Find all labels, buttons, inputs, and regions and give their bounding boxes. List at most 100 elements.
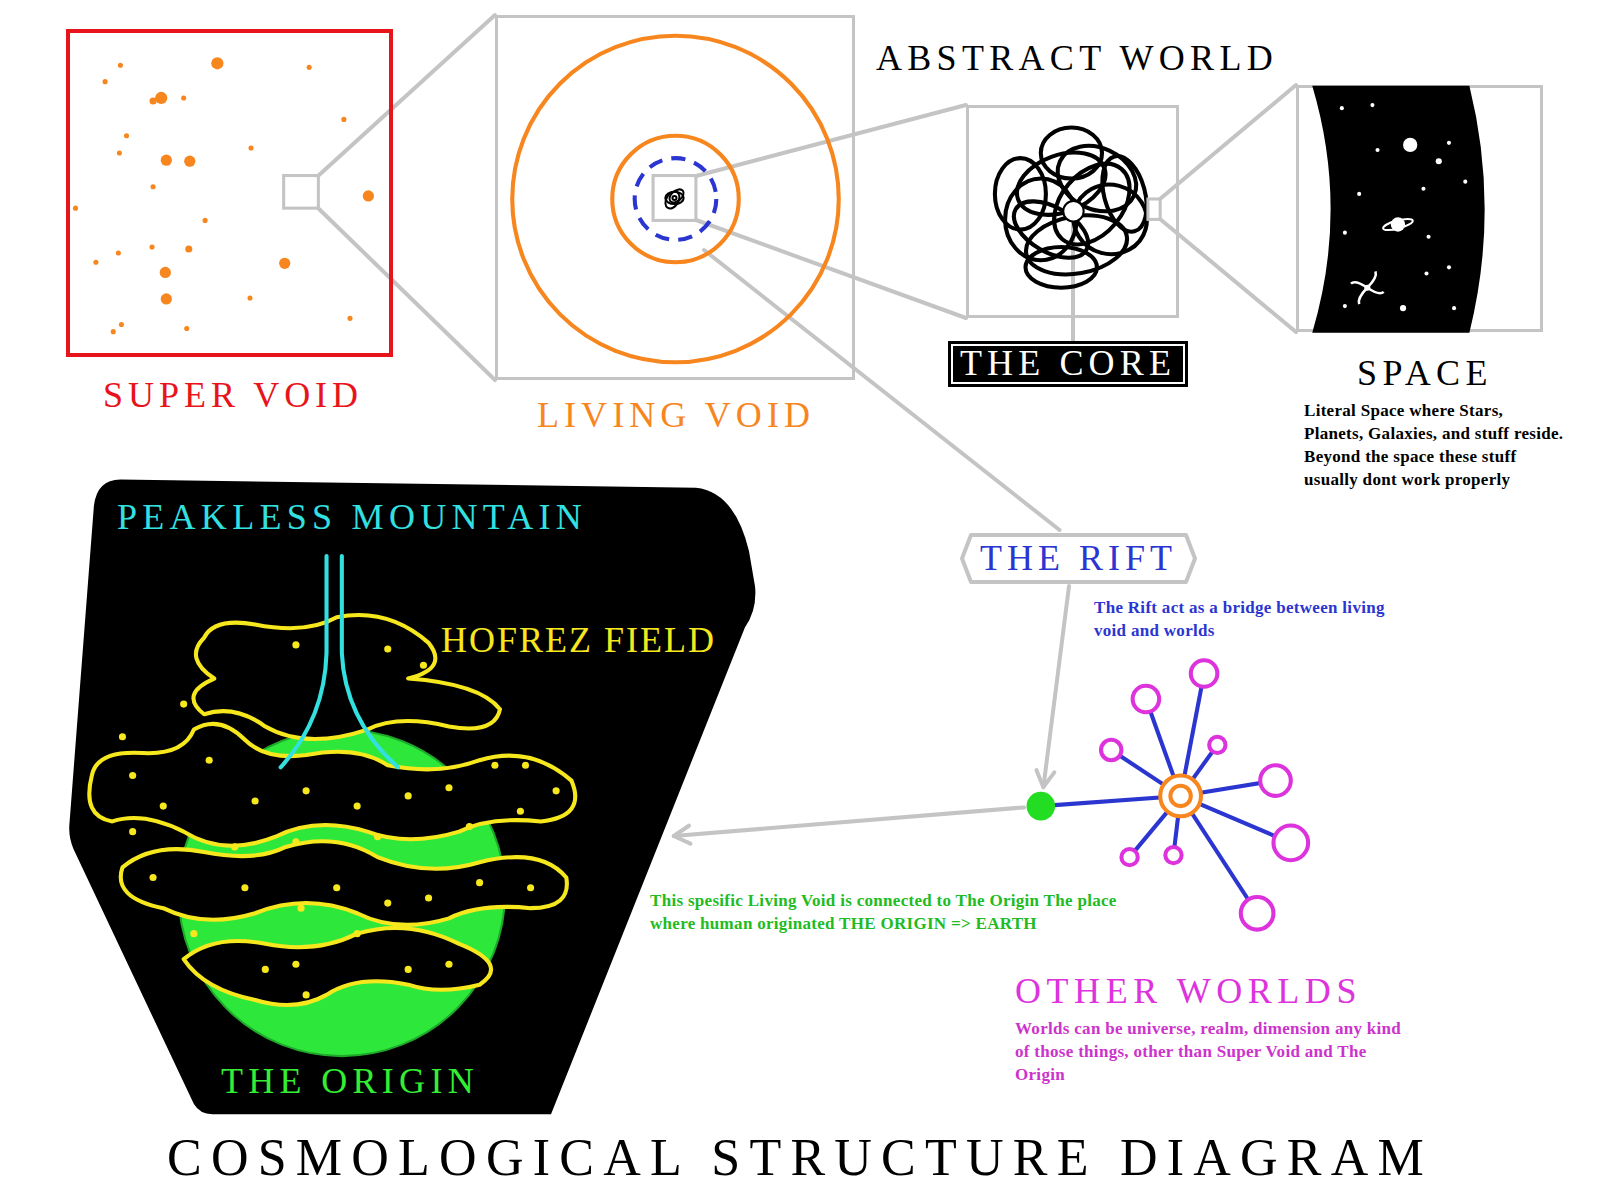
region-title: OTHER WORLDS [1015, 972, 1362, 1012]
circle-shape [262, 966, 269, 973]
circle-shape [292, 838, 299, 845]
circle-shape [1436, 158, 1442, 164]
connector-line [674, 807, 1024, 836]
circle-shape [522, 762, 529, 769]
connector [318, 15, 495, 380]
circle-shape [181, 95, 186, 100]
ellipse-shape [995, 158, 1046, 229]
circle-shape [307, 65, 312, 70]
connector-line [696, 105, 966, 176]
circle-shape [1209, 737, 1225, 753]
circle-shape [161, 155, 172, 166]
diagram-title: COSMOLOGICAL STRUCTURE DIAGRAM [167, 1129, 1433, 1186]
path-shape [121, 841, 567, 925]
arrow-head [1036, 770, 1054, 787]
zoom-frame [1148, 199, 1160, 219]
super-void-art [66, 29, 393, 357]
origin-outline [69, 480, 755, 1115]
stars [1340, 103, 1468, 311]
circle-shape [1357, 192, 1361, 196]
circle-shape [160, 267, 171, 278]
origin-art [64, 474, 774, 1124]
path-shape [281, 556, 327, 767]
connector-line [1160, 85, 1296, 199]
circle-shape [149, 874, 156, 881]
circle-shape [672, 196, 676, 200]
living-void-rings [512, 36, 839, 363]
living-void-hub-inner [1170, 786, 1190, 806]
blob-loops [995, 128, 1155, 288]
path-shape [184, 928, 491, 1005]
circle-shape [292, 641, 299, 648]
circle-shape [247, 295, 252, 300]
circle-shape [476, 879, 483, 886]
circle-shape [149, 97, 156, 104]
note-text: Worlds can be universe, realm, dimension… [1015, 1017, 1405, 1086]
circle-shape [185, 245, 192, 252]
hofrez-bands [89, 615, 575, 1005]
scribble-blob [995, 128, 1160, 288]
origin-region: PEAKLESS MOUNTAINHOFREZ FIELDTHE ORIGIN [64, 474, 774, 1124]
connector-line [704, 250, 1060, 530]
circle-shape [1241, 897, 1274, 930]
circle-shape [252, 797, 259, 804]
super-void-box: SUPER VOID [66, 29, 393, 357]
circle-shape [1121, 849, 1137, 865]
circle-shape [1447, 141, 1451, 145]
circle-shape [151, 184, 156, 189]
circle-shape [211, 57, 223, 69]
circle-shape [363, 190, 374, 201]
circle-shape [116, 251, 121, 256]
circle-shape [1343, 304, 1347, 308]
origin-title: THE ORIGIN [221, 1062, 479, 1102]
connector [1160, 85, 1296, 332]
connector [1036, 586, 1069, 787]
space-box: SPACELiteral Space where Stars, Planets,… [1296, 85, 1543, 332]
circle-shape [73, 206, 78, 211]
core-dot [1063, 201, 1083, 221]
circle-shape [635, 158, 717, 240]
circle-shape [111, 329, 116, 334]
living-void-box: LIVING VOID [495, 15, 855, 380]
region-title: LIVING VOID [537, 396, 815, 436]
path-shape [89, 724, 575, 846]
origin-dot [1027, 792, 1056, 821]
region-title: SPACE [1357, 354, 1493, 394]
circle-shape [129, 772, 136, 779]
core-label: THE CORE [960, 344, 1176, 384]
circle-shape [161, 293, 172, 304]
circle-shape [1370, 103, 1374, 107]
mountain-label: PEAKLESS MOUNTAIN [117, 498, 587, 538]
world-circles [1101, 660, 1308, 929]
note-text: Literal Space where Stars, Planets, Gala… [1304, 399, 1566, 491]
circle-shape [341, 117, 346, 122]
circle-shape [1343, 231, 1347, 235]
circle-shape [184, 156, 195, 167]
circle-shape [612, 136, 739, 263]
connector-line [696, 220, 966, 318]
rift-hexagon: THE RIFTThe Rift act as a bridge between… [960, 533, 1197, 584]
note-text: This spesific Living Void is connected t… [650, 889, 1120, 935]
circle-shape [491, 762, 498, 769]
space-art [1296, 85, 1543, 332]
circle-shape [303, 991, 310, 998]
circle-shape [405, 966, 412, 973]
ellipse-shape [1004, 190, 1097, 270]
path-shape [1312, 86, 1484, 333]
circle-shape [103, 79, 108, 84]
circle-shape [1191, 660, 1218, 687]
circle-shape [190, 930, 197, 937]
circle-shape [425, 894, 432, 901]
connector-line [1043, 586, 1069, 787]
circle-shape [333, 884, 340, 891]
circle-shape [445, 784, 452, 791]
circle-shape [1260, 765, 1291, 796]
path-shape [342, 556, 398, 767]
circle-shape [180, 701, 187, 708]
circle-shape [1101, 740, 1121, 760]
circle-shape [241, 884, 248, 891]
hexagon-outline [962, 535, 1195, 582]
circle-shape [1424, 271, 1428, 275]
other-worlds-cluster: OTHER WORLDS Worlds can be universe, real… [1012, 650, 1412, 1090]
